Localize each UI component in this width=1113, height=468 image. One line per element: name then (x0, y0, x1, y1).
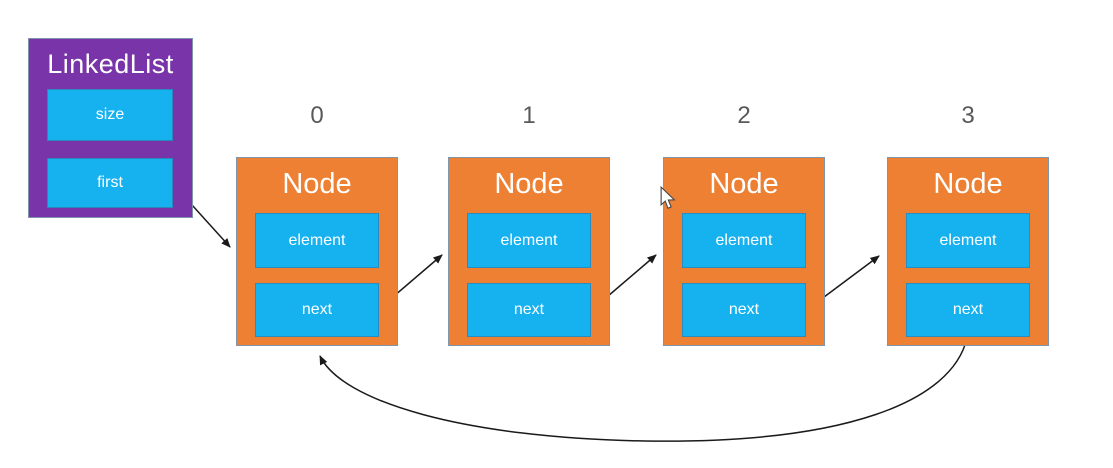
node-field-element: element (682, 213, 806, 268)
node-title: Node (933, 167, 1003, 200)
linkedlist-field-size: size (47, 89, 173, 141)
mouse-pointer-icon (660, 186, 676, 210)
node-index-label-3: 3 (961, 102, 975, 129)
node-index-label-1: 1 (522, 102, 536, 129)
node-box-0: Node element next (236, 157, 398, 346)
node-field-next: next (467, 283, 591, 337)
linkedlist-field-first: first (47, 158, 173, 208)
node-title: Node (709, 167, 779, 200)
linkedlist-title: LinkedList (47, 48, 174, 79)
node-index-label-0: 0 (310, 102, 324, 129)
node-field-element: element (906, 213, 1030, 268)
node-index-label-2: 2 (737, 102, 751, 129)
node-field-next: next (255, 283, 379, 337)
node-title: Node (282, 167, 352, 200)
arrow-node3-next-to-node0-curve (319, 337, 968, 442)
node-box-1: Node element next (448, 157, 610, 346)
node-field-next: next (682, 283, 806, 337)
linkedlist-box: LinkedList size first (28, 38, 193, 218)
node-title: Node (494, 167, 564, 200)
node-box-2: Node element next (663, 157, 825, 346)
node-field-next: next (906, 283, 1030, 337)
node-field-element: element (255, 213, 379, 268)
node-field-element: element (467, 213, 591, 268)
node-box-3: Node element next (887, 157, 1049, 346)
